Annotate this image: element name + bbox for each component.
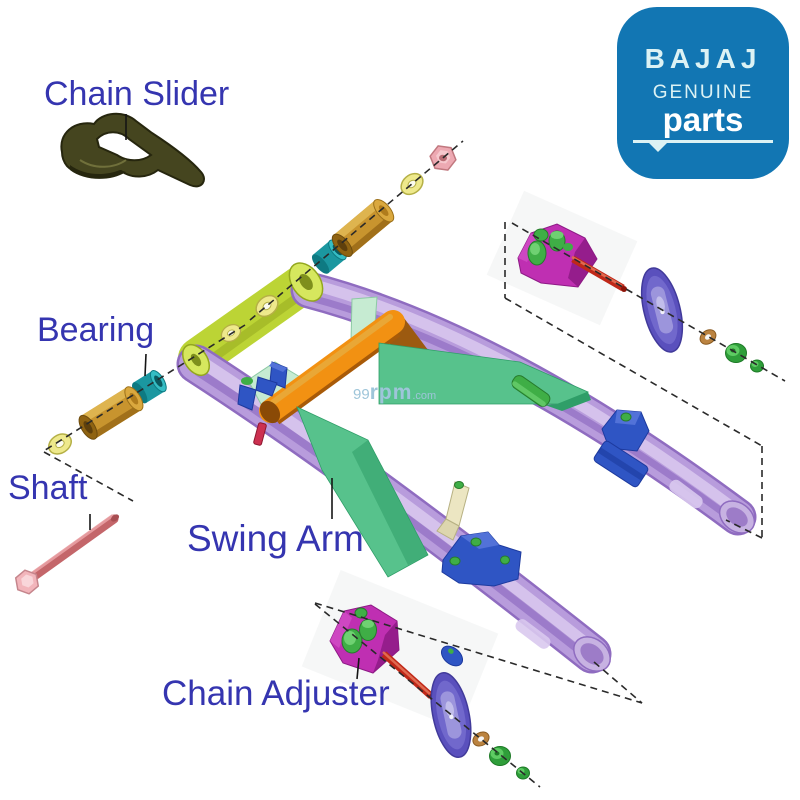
washer: [469, 728, 493, 750]
swing-arm-assembly: [176, 262, 757, 674]
label-bearing: Bearing: [37, 311, 155, 349]
guide-dashes: [41, 140, 786, 788]
watermark-dotcom: .com: [412, 390, 437, 402]
bajaj-genuine-parts-logo: BAJAJ GENUINE parts: [617, 7, 789, 179]
logo-genuine-text: GENUINE: [652, 82, 754, 103]
chain-adjuster-bottom-assembly: [329, 604, 530, 780]
label-swing-arm: Swing Arm: [187, 518, 364, 559]
label-chain-adjuster: Chain Adjuster: [162, 674, 390, 713]
red-clip: [253, 422, 267, 446]
cross-member-orange: [259, 310, 428, 425]
watermark-num: 99: [353, 386, 370, 403]
logo-underline: [633, 140, 773, 152]
chain-strap: [511, 375, 551, 407]
lower-tube-slot: [515, 619, 551, 649]
pivot-shaft: [14, 514, 120, 595]
logo-brand-text: BAJAJ: [644, 43, 762, 74]
label-shaft: Shaft: [8, 469, 88, 507]
pivot-tube-upper-cap: [288, 262, 324, 302]
logo-parts-text: parts: [662, 101, 744, 138]
chain-guard-bracket: [601, 409, 650, 452]
pivot-tube: [178, 266, 320, 378]
bracket-blue-inner-2: [255, 376, 278, 397]
shaft-hex-head: [14, 569, 40, 595]
washer: [696, 326, 720, 348]
bracket-cream: [436, 481, 470, 541]
tube-end-insert: [440, 645, 464, 667]
washer: [396, 168, 428, 200]
pointer-lines: [89, 114, 360, 680]
lower-tube-end-cap: [573, 636, 611, 672]
chain-adjuster-right-assembly: [517, 223, 764, 373]
logo-arrow-icon: [649, 143, 667, 152]
spacer-bushing: [74, 383, 148, 443]
upper-tube-end-cap: [718, 500, 756, 534]
chain-slider-part: [60, 112, 205, 188]
bracket-blue-inner-1: [269, 361, 288, 389]
brake-anchor-bracket: [441, 531, 522, 587]
gusset-wedge-lower: [296, 406, 429, 578]
adjuster-block: [329, 604, 400, 674]
label-chain-slider: Chain Slider: [44, 75, 230, 113]
bracket-blue-inner-3: [237, 384, 257, 411]
watermark-rpm: rpm: [369, 381, 413, 404]
tube-clamp-blue: [593, 440, 649, 488]
watermark: 99rpm.com: [353, 381, 436, 405]
spacer-bushing: [328, 195, 398, 261]
upper-tube-slot: [669, 479, 703, 509]
